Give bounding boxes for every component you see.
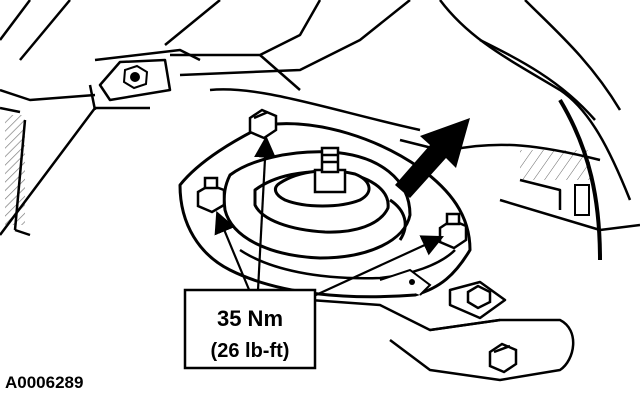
cowl-shading [520,150,590,180]
leader-arrow-top [254,135,277,291]
panel-shading [5,115,25,225]
center-stud [313,146,347,194]
left-body-panel [0,0,201,237]
torque-imperial: (26 lb-ft) [211,340,290,362]
torque-metric: 35 Nm [217,306,283,331]
leader-arrows [214,135,444,301]
torque-callout: 35 Nm (26 lb-ft) [183,288,317,370]
bracket-bolt [466,284,492,310]
lower-hex-bolt [488,342,518,374]
brake-line [558,98,602,261]
tower-tab [379,268,432,296]
cowl-panel [164,0,640,232]
tab-hole [409,279,415,285]
lower-bracket [309,280,575,382]
leader-arrow-right [304,235,444,301]
brake-line-clip [574,184,590,216]
bracket-hex-nut [122,64,149,90]
figure-id: A0006289 [5,373,83,392]
mount-nut-left [196,176,226,214]
mount-nut-top [248,108,278,140]
tower-lip [239,248,456,280]
pointer-arrow-icon [395,118,470,198]
leader-arrow-left [214,210,252,293]
